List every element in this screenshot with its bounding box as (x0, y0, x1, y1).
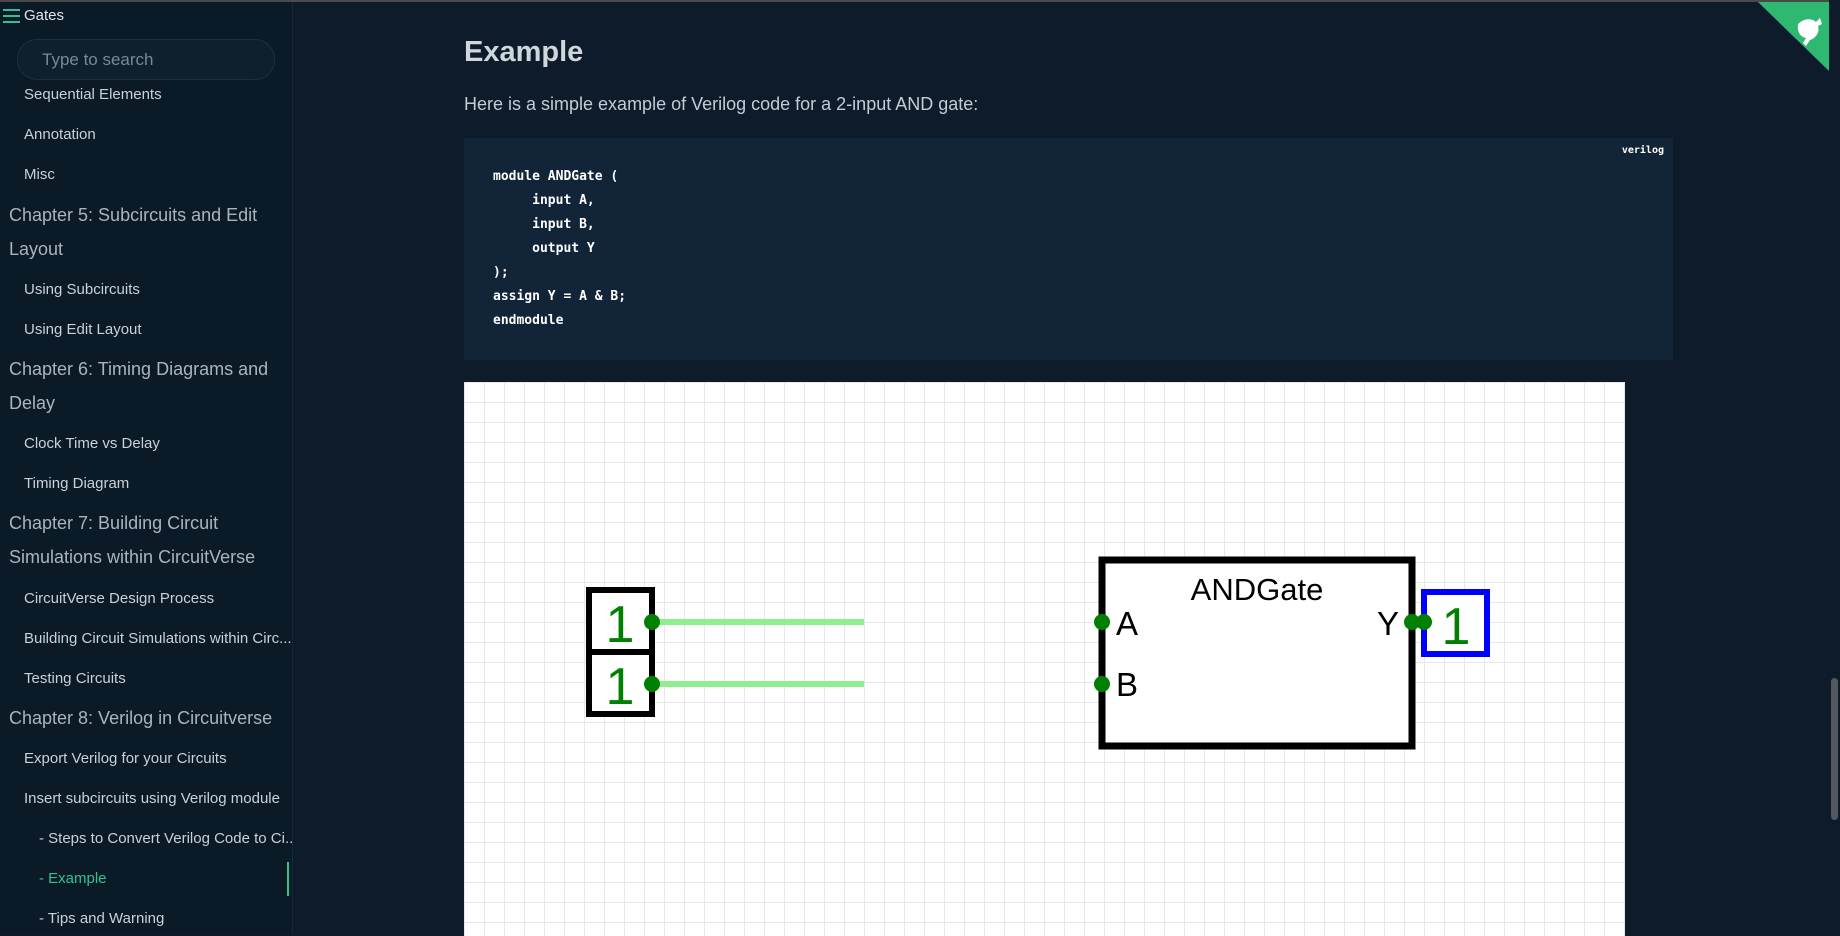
node-gate-b[interactable] (1094, 676, 1110, 692)
top-border (0, 0, 1840, 2)
node-gate-y[interactable] (1404, 614, 1420, 630)
code-language-label: verilog (1621, 145, 1664, 156)
nav-item-testing-circuits[interactable]: Testing Circuits (24, 670, 126, 687)
node-output-y[interactable] (1416, 614, 1432, 630)
node-gate-a[interactable] (1094, 614, 1110, 630)
nav-item-tips-warning[interactable]: - Tips and Warning (39, 910, 165, 927)
input-b-value: 1 (606, 658, 635, 716)
port-a-label: A (1116, 605, 1138, 642)
nav-item-sequential-elements[interactable]: Sequential Elements (24, 86, 162, 103)
nav-item-using-subcircuits[interactable]: Using Subcircuits (24, 281, 140, 298)
github-corner-icon[interactable] (1758, 2, 1830, 72)
sidebar-title: Gates (24, 7, 65, 24)
sidebar-header: Gates (0, 2, 292, 32)
port-y-label: Y (1377, 605, 1399, 642)
search-box[interactable] (17, 39, 275, 80)
nav-item-timing-diagram[interactable]: Timing Diagram (24, 475, 130, 492)
nav-chapter-6[interactable]: Chapter 6: Timing Diagrams and Delay (9, 359, 269, 413)
main-content: Example Here is a simple example of Veri… (293, 2, 1840, 936)
output-y-value: 1 (1442, 598, 1471, 656)
nav-item-steps-convert[interactable]: - Steps to Convert Verilog Code to Ci... (39, 830, 293, 847)
search-input[interactable] (18, 40, 272, 79)
page-heading: Example (464, 36, 584, 68)
intro-text: Here is a simple example of Verilog code… (464, 94, 979, 114)
nav-chapter-8[interactable]: Chapter 8: Verilog in Circuitverse (9, 708, 273, 728)
gate-label: ANDGate (1191, 572, 1324, 607)
nav-item-using-edit-layout[interactable]: Using Edit Layout (24, 321, 142, 338)
nav-item-design-process[interactable]: CircuitVerse Design Process (24, 590, 215, 607)
hamburger-menu-icon[interactable] (3, 9, 20, 25)
nav-chapter-5[interactable]: Chapter 5: Subcircuits and Edit Layout (9, 205, 258, 259)
node-input-b[interactable] (644, 676, 660, 692)
port-b-label: B (1116, 666, 1138, 703)
sidebar: Gates Sequential Elements Annotation Mis… (0, 2, 293, 934)
nav-chapter-7[interactable]: Chapter 7: Building Circuit Simulations … (9, 513, 256, 567)
scrollbar-track[interactable] (1829, 0, 1840, 934)
active-indicator (287, 862, 289, 896)
input-a-value: 1 (606, 596, 635, 654)
scrollbar-thumb[interactable] (1831, 678, 1838, 820)
circuit-simulator[interactable]: 1 1 ANDGate A B Y 1 (464, 382, 1625, 936)
verilog-code: module ANDGate ( input A, input B, outpu… (493, 169, 627, 328)
code-block: verilog module ANDGate ( input A, input … (464, 138, 1673, 360)
input-b-box[interactable] (586, 649, 655, 717)
nav-item-clock-time-vs-delay[interactable]: Clock Time vs Delay (24, 435, 160, 452)
node-input-a[interactable] (644, 614, 660, 630)
nav-item-insert-subcircuits[interactable]: Insert subcircuits using Verilog module (24, 790, 280, 807)
nav-item-building-simulations[interactable]: Building Circuit Simulations within Circ… (24, 630, 292, 647)
andgate-subcircuit[interactable] (1098, 556, 1416, 750)
nav-item-export-verilog[interactable]: Export Verilog for your Circuits (24, 750, 227, 767)
nav-item-example[interactable]: - Example (39, 870, 107, 887)
nav-item-annotation[interactable]: Annotation (24, 126, 96, 143)
nav-item-misc[interactable]: Misc (24, 166, 55, 183)
